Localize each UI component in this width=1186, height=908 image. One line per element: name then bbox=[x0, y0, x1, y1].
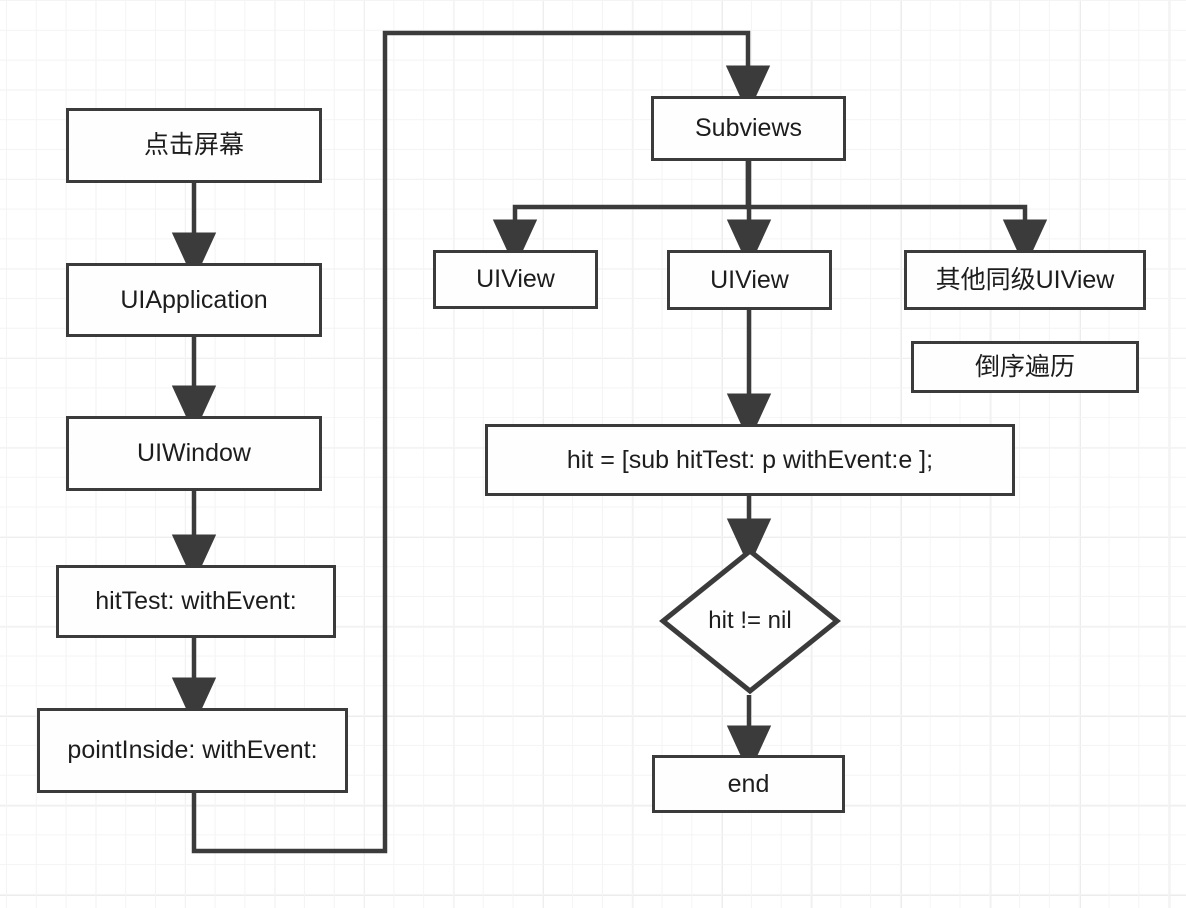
node-uiapplication[interactable]: UIApplication bbox=[66, 263, 322, 337]
node-label: hit != nil bbox=[708, 607, 792, 634]
node-hit-not-nil-decision[interactable]: hit != nil bbox=[659, 547, 841, 695]
node-label: UIView bbox=[476, 265, 555, 294]
node-label: 其他同级UIView bbox=[935, 265, 1115, 294]
edge-subviews-to-uiview-other bbox=[745, 161, 1025, 240]
node-uiwindow[interactable]: UIWindow bbox=[66, 416, 322, 491]
node-label: hitTest: withEvent: bbox=[95, 587, 297, 616]
node-end[interactable]: end bbox=[652, 755, 845, 813]
diamond-shape bbox=[659, 547, 841, 695]
node-label: UIView bbox=[710, 265, 789, 294]
node-label: hit = [sub hitTest: p withEvent:e ]; bbox=[566, 445, 934, 474]
node-label: end bbox=[727, 769, 770, 798]
node-uiview-left[interactable]: UIView bbox=[433, 250, 598, 309]
node-hittest-withevent[interactable]: hitTest: withEvent: bbox=[56, 565, 336, 638]
node-subviews[interactable]: Subviews bbox=[651, 96, 846, 161]
node-pointinside-withevent[interactable]: pointInside: withEvent: bbox=[37, 708, 348, 793]
node-label: UIApplication bbox=[120, 285, 268, 314]
node-reverse-traversal[interactable]: 倒序遍历 bbox=[911, 341, 1139, 393]
node-label: Subviews bbox=[695, 114, 802, 143]
edge-subviews-to-uiview-left bbox=[515, 161, 751, 240]
node-label: pointInside: withEvent: bbox=[67, 736, 318, 765]
node-uiview-middle[interactable]: UIView bbox=[667, 250, 832, 310]
node-label: UIWindow bbox=[137, 439, 251, 468]
node-other-sibling-uiview[interactable]: 其他同级UIView bbox=[904, 250, 1146, 310]
node-tap-screen[interactable]: 点击屏幕 bbox=[66, 108, 322, 183]
node-label: 点击屏幕 bbox=[143, 131, 244, 160]
edge-pointinside-loop-to-subviews bbox=[191, 30, 748, 854]
node-hit-assignment[interactable]: hit = [sub hitTest: p withEvent:e ]; bbox=[485, 424, 1015, 496]
node-label: 倒序遍历 bbox=[974, 352, 1075, 381]
